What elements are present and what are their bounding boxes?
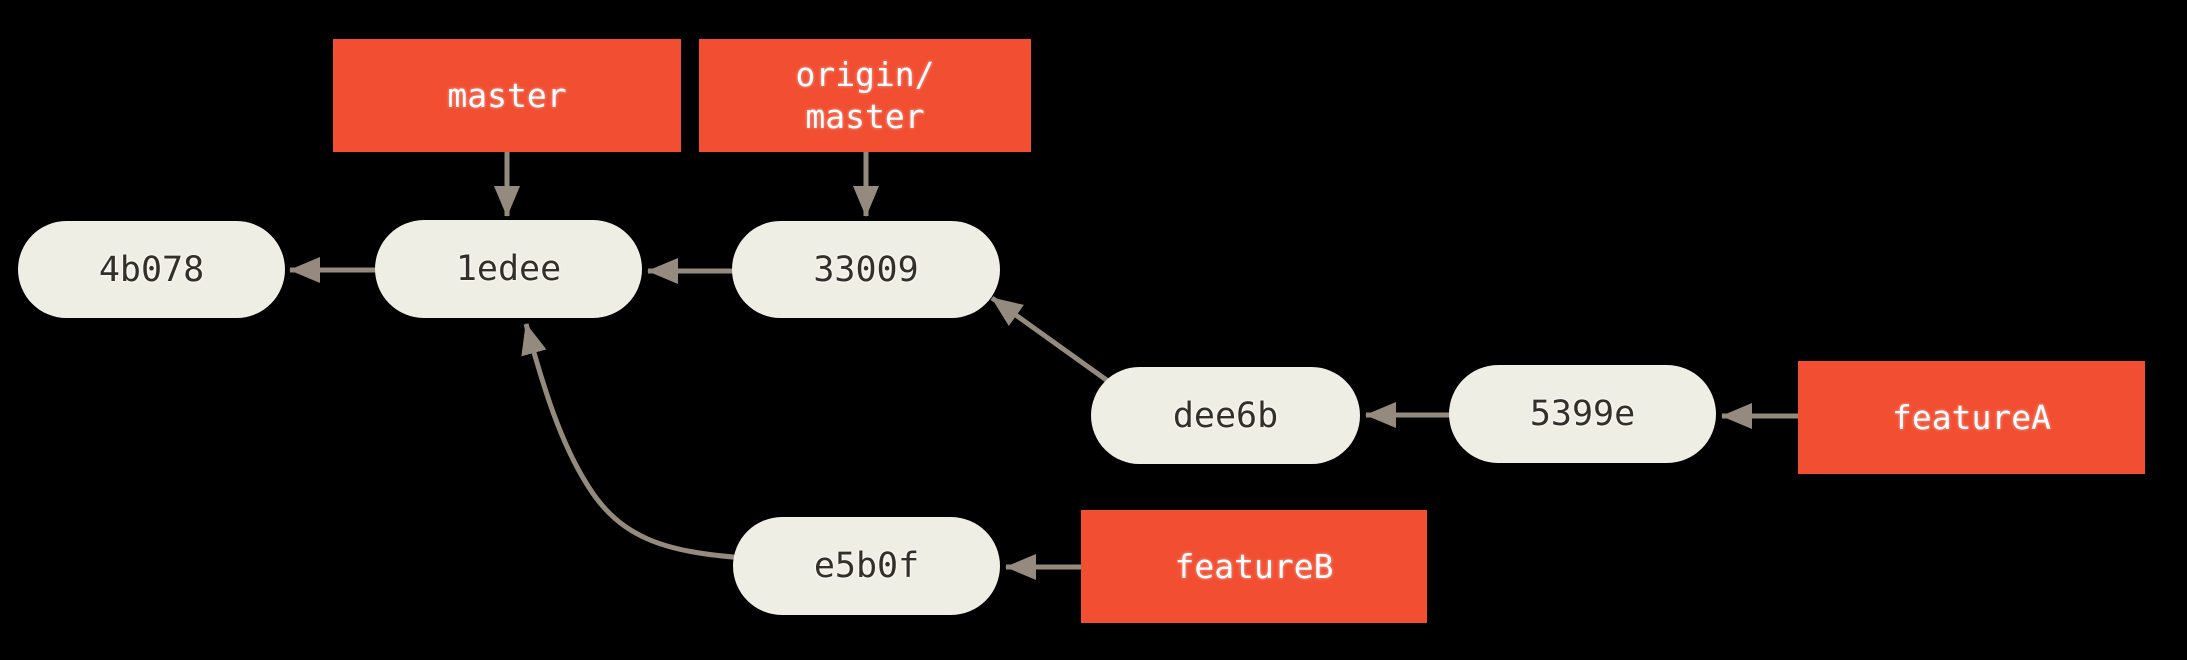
commit-node-33009: 33009 [732, 221, 1000, 318]
branch-label-featureB: featureB [1081, 510, 1427, 623]
commit-hash: e5b0f [813, 546, 920, 586]
branch-label-text: featureB [1174, 546, 1334, 586]
branch-label-featureA: featureA [1798, 361, 2145, 474]
branch-label-origin-master: origin/ master [699, 39, 1031, 152]
commit-node-1edee: 1edee [375, 220, 642, 318]
branch-label-text: master [447, 75, 567, 115]
commit-node-dee6b: dee6b [1091, 367, 1360, 464]
branch-label-text-line2: master [805, 96, 925, 136]
commit-node-e5b0f: e5b0f [733, 517, 1000, 615]
commit-hash: 4b078 [98, 249, 205, 290]
commit-hash: 1edee [455, 249, 562, 289]
branch-label-text-line1: origin/ [795, 54, 935, 94]
commit-hash: 5399e [1529, 394, 1636, 434]
commit-hash: 33009 [813, 249, 919, 290]
commit-hash: dee6b [1172, 395, 1279, 436]
edge-e5b0f-to-1edee [521, 323, 746, 561]
branch-label-text: featureA [1892, 397, 2051, 437]
commit-node-5399e: 5399e [1449, 365, 1716, 463]
branch-label-master: master [333, 39, 681, 152]
commit-node-4b078: 4b078 [18, 221, 285, 318]
